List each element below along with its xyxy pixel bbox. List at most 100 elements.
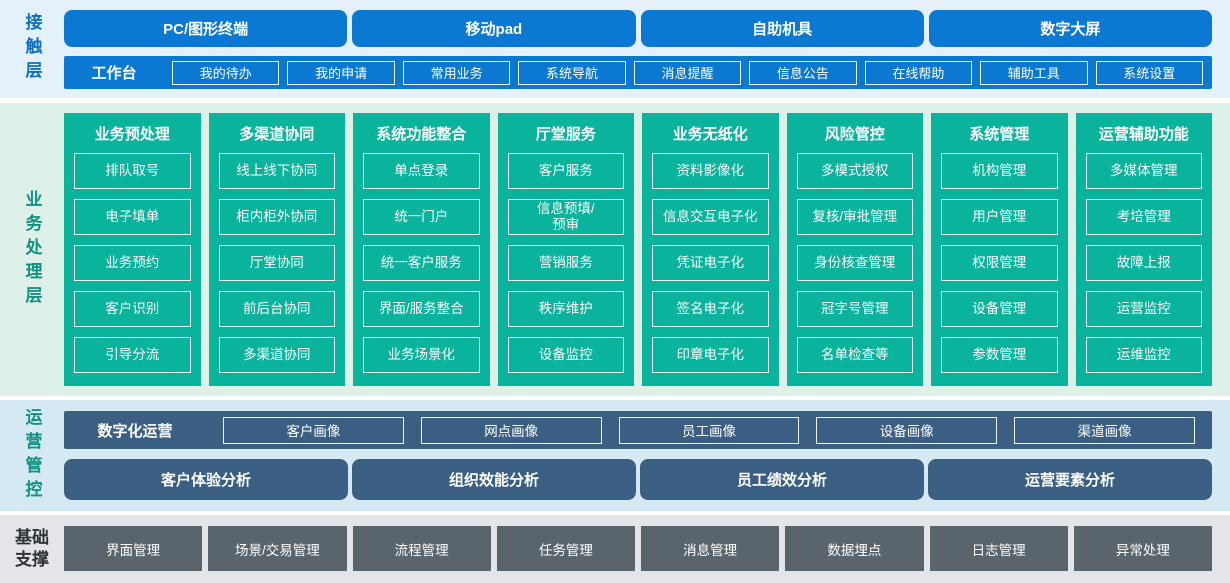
biz-col-items: 资料影像化 信息交互电子化 凭证电子化 签名电子化 印章电子化 (652, 153, 769, 373)
foundation-exception-handling: 异常处理 (1073, 526, 1212, 571)
biz-col-operation-auxiliary: 运营辅助功能 多媒体管理 考培管理 故障上报 运营监控 运维监控 (1075, 113, 1212, 386)
biz-col-title: 业务预处理 (94, 126, 170, 143)
module-box: 资料影像化 (652, 153, 769, 189)
module-box: 引导分流 (74, 337, 191, 373)
module-box: 业务预约 (74, 245, 191, 281)
workbench-item-common-business: 常用业务 (402, 60, 511, 85)
module-box: 营销服务 (507, 245, 624, 281)
biz-col-risk-control: 风险管控 多模式授权 复核/审批管理 身份核查管理 冠字号管理 名单检查等 (786, 113, 923, 386)
operations-layer-label: 运营管控 (22, 407, 42, 504)
biz-col-title: 厅堂服务 (535, 126, 596, 143)
foundation-task-mgmt: 任务管理 (496, 526, 635, 571)
biz-col-items: 排队取号 电子填单 业务预约 客户识别 引导分流 (74, 153, 191, 373)
channel-self-service-machine: 自助机具 (640, 10, 924, 47)
foundation-layer-content: 界面管理 场景/交易管理 流程管理 任务管理 消息管理 数据埋点 日志管理 异常… (64, 515, 1230, 583)
module-box: 秩序维护 (507, 291, 624, 327)
biz-col-title: 多渠道协同 (239, 126, 315, 143)
operations-control-layer: 运营管控 数字化运营 客户画像 网点画像 员工画像 设备画像 渠道画像 客户体验… (0, 400, 1230, 511)
profile-branch: 网点画像 (420, 416, 602, 444)
contact-layer-label-cell: 接触层 (0, 0, 64, 98)
foundation-log-mgmt: 日志管理 (929, 526, 1068, 571)
module-box: 多模式授权 (796, 153, 913, 189)
channel-pc-terminal: PC/图形终端 (64, 10, 348, 47)
profile-device: 设备画像 (816, 416, 998, 444)
operations-layer-label-cell: 运营管控 (0, 400, 64, 511)
workbench-item-system-settings: 系统设置 (1095, 60, 1203, 85)
module-box: 多媒体管理 (1085, 153, 1202, 189)
module-box: 参数管理 (941, 337, 1058, 373)
module-box: 名单检查等 (796, 337, 913, 373)
foundation-row: 界面管理 场景/交易管理 流程管理 任务管理 消息管理 数据埋点 日志管理 异常… (64, 526, 1212, 571)
foundation-layer-label: 基础支撑 (15, 527, 49, 569)
business-layer-label: 业务处理层 (22, 189, 42, 310)
digital-operation-label: 数字化运营 (97, 422, 173, 440)
biz-col-title: 系统功能整合 (376, 126, 467, 143)
workbench-item-auxiliary-tools: 辅助工具 (980, 60, 1088, 85)
module-box: 线上线下协同 (218, 153, 335, 189)
biz-col-items: 单点登录 统一门户 统一客户服务 界面/服务整合 业务场景化 (363, 153, 480, 373)
biz-col-items: 多模式授权 复核/审批管理 身份核查管理 冠字号管理 名单检查等 (796, 153, 913, 373)
channel-digital-screen: 数字大屏 (928, 10, 1212, 47)
module-box: 用户管理 (941, 199, 1058, 235)
module-box: 权限管理 (941, 245, 1058, 281)
foundation-scene-transaction-mgmt: 场景/交易管理 (208, 526, 347, 571)
operations-layer-content: 数字化运营 客户画像 网点画像 员工画像 设备画像 渠道画像 客户体验分析 组织… (64, 400, 1230, 511)
module-box: 柜内柜外协同 (218, 199, 335, 235)
module-box: 信息预填/ 预审 (507, 199, 624, 235)
biz-col-title: 系统管理 (969, 126, 1030, 143)
module-box: 多渠道协同 (218, 337, 335, 373)
biz-col-paperless-business: 业务无纸化 资料影像化 信息交互电子化 凭证电子化 签名电子化 印章电子化 (642, 113, 779, 386)
module-box: 信息交互电子化 (652, 199, 769, 235)
module-box: 统一客户服务 (363, 245, 480, 281)
workbench-item-system-navigation: 系统导航 (518, 60, 626, 85)
contact-layer-content: PC/图形终端 移动pad 自助机具 数字大屏 工作台 我的待办 我的申请 常用… (64, 0, 1230, 98)
module-box: 客户服务 (507, 153, 624, 189)
module-box: 故障上报 (1085, 245, 1202, 281)
biz-col-system-function-integration: 系统功能整合 单点登录 统一门户 统一客户服务 界面/服务整合 业务场景化 (353, 113, 490, 386)
module-box: 设备管理 (941, 291, 1058, 327)
channel-mobile-pad: 移动pad (352, 10, 636, 47)
workbench-item-my-applications: 我的申请 (287, 60, 395, 85)
module-box: 电子填单 (74, 199, 191, 235)
foundation-data-tracking: 数据埋点 (785, 526, 924, 571)
biz-col-system-management: 系统管理 机构管理 用户管理 权限管理 设备管理 参数管理 (931, 113, 1068, 386)
analysis-row: 客户体验分析 组织效能分析 员工绩效分析 运营要素分析 (64, 459, 1212, 500)
module-box: 运营监控 (1085, 291, 1202, 327)
profile-customer: 客户画像 (223, 416, 404, 444)
profile-employee: 员工画像 (618, 416, 800, 444)
foundation-support-layer: 基础支撑 界面管理 场景/交易管理 流程管理 任务管理 消息管理 数据埋点 日志… (0, 515, 1230, 583)
biz-col-items: 线上线下协同 柜内柜外协同 厅堂协同 前后台协同 多渠道协同 (218, 153, 335, 373)
contact-layer-label: 接触层 (22, 13, 42, 85)
module-box: 复核/审批管理 (796, 199, 913, 235)
workbench-bar: 工作台 我的待办 我的申请 常用业务 系统导航 消息提醒 信息公告 在线帮助 辅… (64, 56, 1212, 89)
module-box: 印章电子化 (652, 337, 769, 373)
channel-row: PC/图形终端 移动pad 自助机具 数字大屏 (64, 10, 1212, 47)
foundation-interface-mgmt: 界面管理 (64, 526, 203, 571)
foundation-message-mgmt: 消息管理 (641, 526, 780, 571)
module-box: 设备监控 (507, 337, 624, 373)
business-layer-content: 业务预处理 排队取号 电子填单 业务预约 客户识别 引导分流 多渠道协同 线上线… (64, 103, 1230, 396)
module-box: 业务场景化 (363, 337, 480, 373)
biz-col-preprocessing: 业务预处理 排队取号 电子填单 业务预约 客户识别 引导分流 (64, 113, 201, 386)
module-box: 前后台协同 (218, 291, 335, 327)
biz-col-hall-service: 厅堂服务 客户服务 信息预填/ 预审 营销服务 秩序维护 设备监控 (497, 113, 634, 386)
module-box: 机构管理 (941, 153, 1058, 189)
biz-col-items: 多媒体管理 考培管理 故障上报 运营监控 运维监控 (1085, 153, 1202, 373)
biz-col-items: 机构管理 用户管理 权限管理 设备管理 参数管理 (941, 153, 1058, 373)
module-box: 冠字号管理 (796, 291, 913, 327)
module-box: 运维监控 (1085, 337, 1202, 373)
biz-col-title: 业务无纸化 (672, 126, 748, 143)
module-box: 统一门户 (363, 199, 480, 235)
module-box: 厅堂协同 (218, 245, 335, 281)
workbench-label: 工作台 (91, 65, 137, 82)
module-box: 界面/服务整合 (363, 291, 480, 327)
biz-col-title: 风险管控 (824, 126, 885, 143)
module-box: 考培管理 (1085, 199, 1202, 235)
analysis-employee-performance: 员工绩效分析 (640, 459, 924, 500)
profile-channel: 渠道画像 (1014, 416, 1195, 444)
business-layer-label-cell: 业务处理层 (0, 103, 64, 396)
workbench-item-info-bulletin: 信息公告 (749, 60, 857, 85)
analysis-organization-efficiency: 组织效能分析 (352, 459, 636, 500)
analysis-customer-experience: 客户体验分析 (64, 459, 348, 500)
